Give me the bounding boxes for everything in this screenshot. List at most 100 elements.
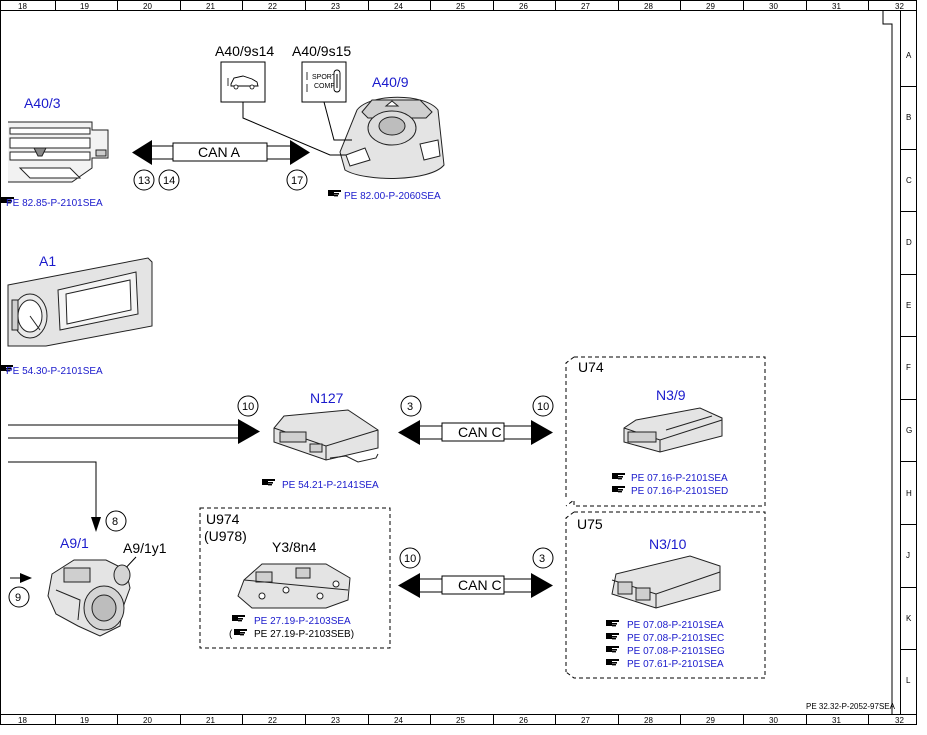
u74-group[interactable]: U74 N3/9 PE 07.16-P-2101SEA PE 07.16-P-2… xyxy=(565,356,766,507)
y3-8n4-ref-alt-prefix: ( xyxy=(229,629,233,640)
svg-text:10: 10 xyxy=(242,401,254,413)
row-l: L xyxy=(906,676,911,685)
svg-text:9: 9 xyxy=(15,592,21,604)
a1-component[interactable]: A1 PE 54.30-P-2101SEA xyxy=(0,253,153,377)
row-j: J xyxy=(906,551,910,560)
n3-9-ref-1: PE 07.16-P-2101SEA xyxy=(631,473,728,484)
connector-8: 8 xyxy=(105,510,127,532)
can-c-top-label: CAN C xyxy=(458,424,502,440)
col-25-top: 25 xyxy=(456,2,465,11)
can-c-bottom-arrow-right xyxy=(531,573,553,598)
can-c-bus-bottom[interactable]: CAN C xyxy=(398,573,553,598)
col-30-top: 30 xyxy=(769,2,778,11)
can-a-arrow-right xyxy=(290,140,310,165)
col-19-top: 19 xyxy=(80,2,89,11)
grid-column-labels-bottom: 18 19 20 21 22 23 24 25 26 27 28 29 30 3… xyxy=(18,716,904,725)
arrow-into-a9-1 xyxy=(10,573,32,583)
col-21-bottom: 21 xyxy=(206,716,215,725)
n3-10-ref-3: PE 07.08-P-2101SEG xyxy=(627,646,725,657)
n3-9-component[interactable] xyxy=(623,407,723,453)
n127-arrow xyxy=(238,419,260,444)
a9-1-component[interactable]: A9/1 A9/1y1 xyxy=(47,535,167,637)
col-25-bottom: 25 xyxy=(456,716,465,725)
a40-9-component[interactable]: A40/9 PE 82.00-P-2060SEA xyxy=(328,74,445,202)
can-c-bottom-label: CAN C xyxy=(458,577,502,593)
hand-pointer-icon xyxy=(606,659,619,666)
col-30-bottom: 30 xyxy=(769,716,778,725)
connector-10-n127: 10 xyxy=(237,395,259,417)
n127-component[interactable]: N127 PE 54.21-P-2141SEA xyxy=(262,390,379,491)
a40-9s15-label: A40/9s15 xyxy=(292,43,351,59)
col-22-bottom: 22 xyxy=(268,716,277,725)
hand-pointer-icon xyxy=(606,620,619,627)
connector-17: 17 xyxy=(286,169,308,191)
col-31-bottom: 31 xyxy=(832,716,841,725)
connector-14: 14 xyxy=(158,169,180,191)
col-21-top: 21 xyxy=(206,2,215,11)
n3-10-ref-2: PE 07.08-P-2101SEC xyxy=(627,633,724,644)
a40-3-component[interactable]: A40/3 PE 82.85-P-2101SEA xyxy=(1,95,109,209)
col-20-top: 20 xyxy=(143,2,152,11)
u74-label: U74 xyxy=(578,359,604,375)
a40-3-label: A40/3 xyxy=(24,95,61,111)
col-23-top: 23 xyxy=(331,2,340,11)
hand-pointer-icon xyxy=(232,615,245,622)
y3-8n4-label: Y3/8n4 xyxy=(272,539,317,555)
col-27-top: 27 xyxy=(581,2,590,11)
col-18-top: 18 xyxy=(18,2,27,11)
a9-1y1-label: A9/1y1 xyxy=(123,540,167,556)
row-g: G xyxy=(906,426,912,435)
n3-10-label: N3/10 xyxy=(649,536,687,552)
n3-10-ref-1: PE 07.08-P-2101SEA xyxy=(627,620,724,631)
a40-9-label: A40/9 xyxy=(372,74,409,90)
car-icon xyxy=(227,75,259,90)
wire-to-a9-1 xyxy=(8,461,101,532)
hand-pointer-icon xyxy=(234,629,247,636)
u75-label: U75 xyxy=(577,516,603,532)
col-23-bottom: 23 xyxy=(331,716,340,725)
bus-to-n127 xyxy=(8,419,260,444)
col-26-top: 26 xyxy=(519,2,528,11)
connector-10-top: 10 xyxy=(532,395,554,417)
hand-pointer-icon xyxy=(262,479,275,486)
svg-text:10: 10 xyxy=(537,401,549,413)
n3-9-ref-2: PE 07.16-P-2101SED xyxy=(631,486,728,497)
col-19-bottom: 19 xyxy=(80,716,89,725)
connector-10-bottom: 10 xyxy=(399,547,421,569)
comf-text: COMF xyxy=(314,83,335,90)
col-22-top: 22 xyxy=(268,2,277,11)
svg-text:17: 17 xyxy=(291,175,303,187)
hand-pointer-icon xyxy=(606,633,619,640)
y3-8n4-component[interactable] xyxy=(237,563,351,609)
a1-label: A1 xyxy=(39,253,56,269)
can-a-bus[interactable]: CAN A xyxy=(132,140,310,165)
n127-label: N127 xyxy=(310,390,344,406)
col-29-top: 29 xyxy=(706,2,715,11)
u75-group[interactable]: U75 N3/10 PE 07.08-P-2101SEA PE 07.08-P-… xyxy=(565,511,766,679)
can-c-top-arrow-left xyxy=(398,420,420,445)
a40-9s14-switch[interactable]: A40/9s14 xyxy=(215,43,274,103)
col-18-bottom: 18 xyxy=(18,716,27,725)
a40-9s14-label: A40/9s14 xyxy=(215,43,274,59)
col-28-bottom: 28 xyxy=(644,716,653,725)
can-c-bus-top[interactable]: CAN C xyxy=(398,420,553,445)
row-a: A xyxy=(906,51,912,60)
can-a-arrow-left xyxy=(132,140,152,165)
col-24-top: 24 xyxy=(394,2,403,11)
row-k: K xyxy=(906,614,912,623)
col-32-top: 32 xyxy=(895,2,904,11)
u974-group[interactable]: U974 (U978) Y3/8n4 PE 27.19-P-2103SEA ( … xyxy=(199,507,391,649)
a9-1-label: A9/1 xyxy=(60,535,89,551)
hand-pointer-icon xyxy=(606,646,619,653)
row-d: D xyxy=(906,238,912,247)
y3-8n4-ref: PE 27.19-P-2103SEA xyxy=(254,616,351,627)
n127-ref: PE 54.21-P-2141SEA xyxy=(282,480,379,491)
n3-10-component[interactable] xyxy=(611,555,721,609)
hand-pointer-icon xyxy=(328,190,341,197)
a40-9s15-switch[interactable]: A40/9s15 SPORT COMF xyxy=(292,43,351,103)
svg-text:13: 13 xyxy=(138,175,150,187)
connector-13: 13 xyxy=(133,169,155,191)
a1-ref: PE 54.30-P-2101SEA xyxy=(6,366,103,377)
connector-3-top: 3 xyxy=(400,395,422,417)
col-20-bottom: 20 xyxy=(143,716,152,725)
